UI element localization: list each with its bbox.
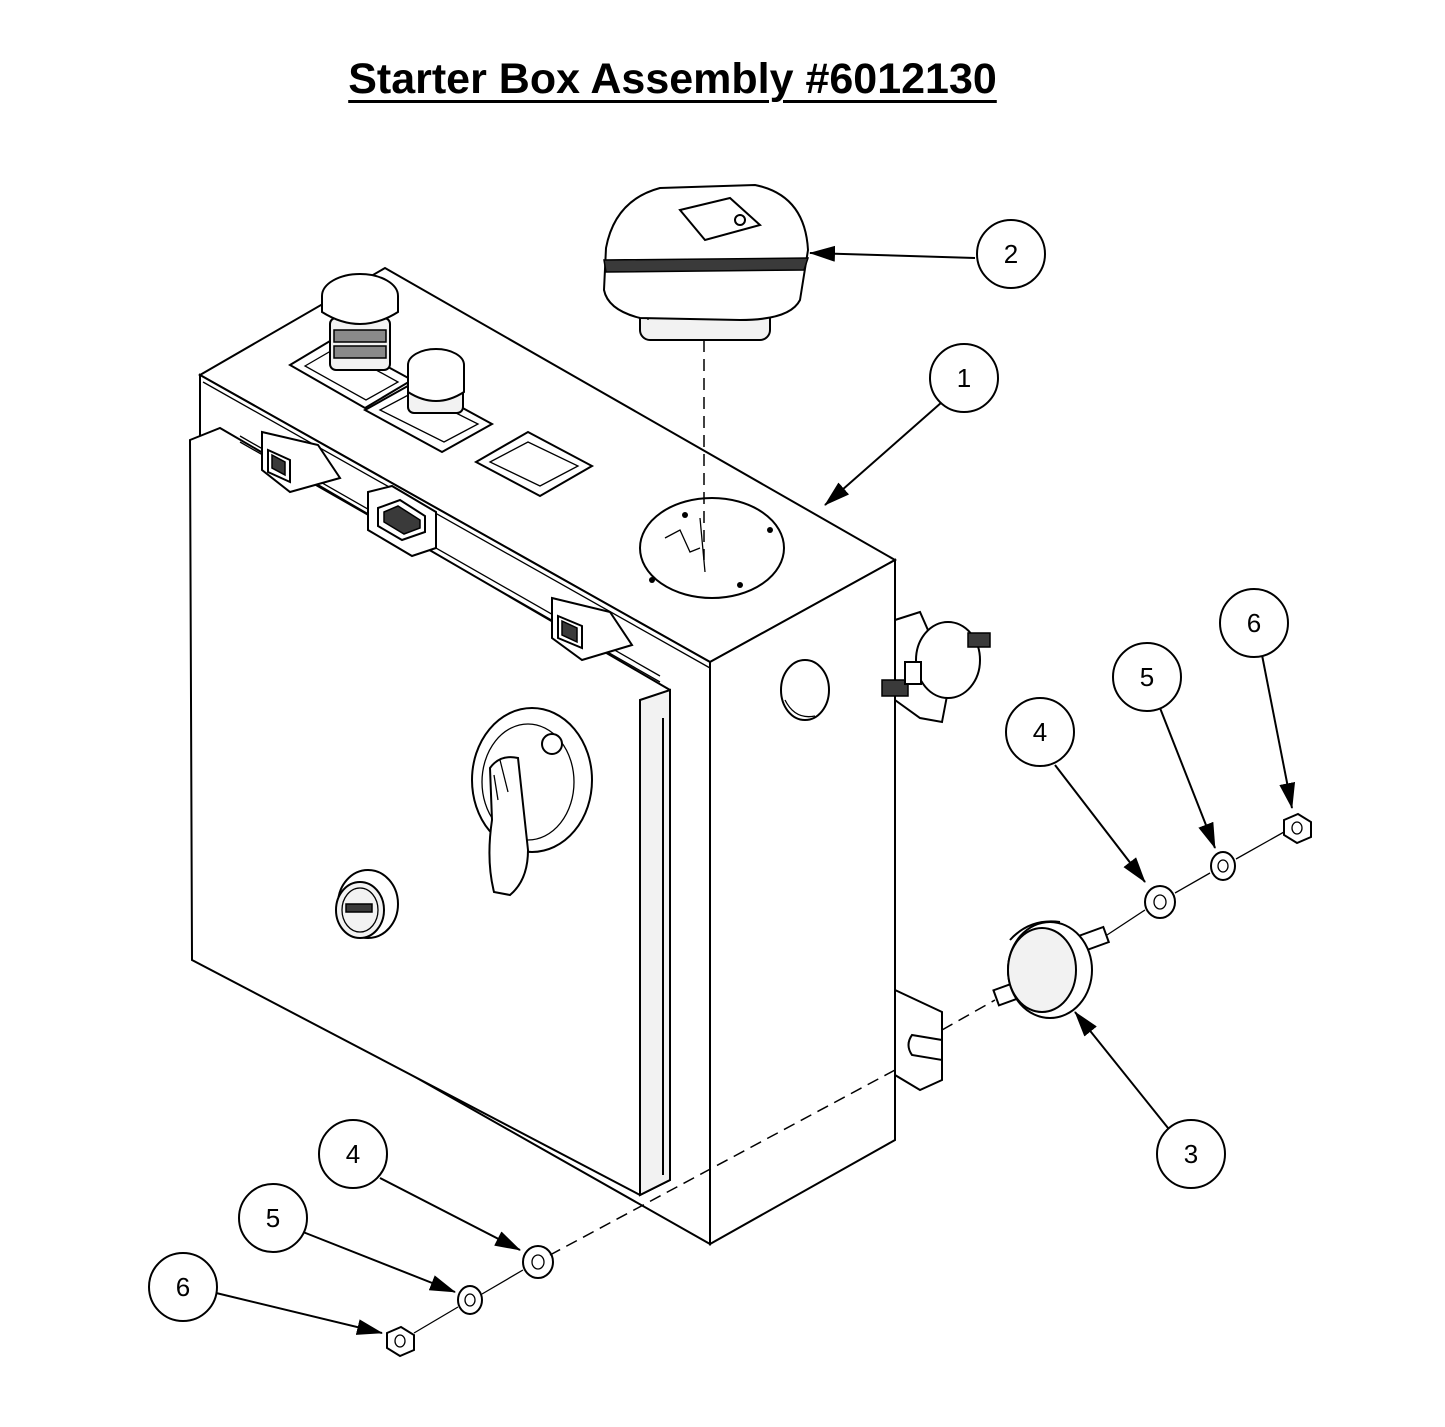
callout-label: 4 bbox=[1033, 717, 1047, 747]
display-window bbox=[473, 430, 595, 498]
lock-washer-right bbox=[1210, 851, 1236, 881]
callout-label: 2 bbox=[1004, 239, 1018, 269]
rubber-isolator-mount bbox=[992, 920, 1111, 1019]
enclosure-door bbox=[188, 426, 671, 1197]
side-knockout-hole bbox=[780, 659, 830, 721]
callout-label: 4 bbox=[346, 1139, 360, 1169]
callout-label: 3 bbox=[1184, 1139, 1198, 1169]
callout-label: 5 bbox=[266, 1203, 280, 1233]
rotary-disconnect-handle bbox=[471, 707, 593, 897]
callout-label: 6 bbox=[1247, 608, 1261, 638]
diagram-title: Starter Box Assembly #6012130 bbox=[348, 55, 997, 103]
mounting-bracket-lower bbox=[894, 988, 943, 1092]
callout-label: 1 bbox=[957, 363, 971, 393]
callout-balloon-1: 1 bbox=[929, 343, 999, 413]
door-latch bbox=[367, 484, 437, 558]
callout-label: 6 bbox=[176, 1272, 190, 1302]
callout-balloon-6-left: 6 bbox=[148, 1252, 218, 1322]
mushroom-emergency-stop bbox=[288, 273, 415, 410]
reset-button bbox=[335, 869, 399, 939]
hardware-left bbox=[386, 1245, 554, 1358]
hex-nut-left bbox=[386, 1325, 415, 1358]
mounting-bracket-upper bbox=[881, 610, 991, 724]
callout-balloon-3: 3 bbox=[1156, 1119, 1226, 1189]
callout-balloon-4-right: 4 bbox=[1005, 697, 1075, 767]
hinge-lower bbox=[551, 596, 634, 662]
meter-cutout bbox=[639, 497, 785, 599]
callout-label: 5 bbox=[1140, 662, 1154, 692]
flat-washer-left bbox=[522, 1245, 554, 1279]
hinge-upper bbox=[261, 430, 342, 494]
lock-washer-left bbox=[457, 1285, 483, 1315]
push-button-top bbox=[362, 348, 495, 454]
meter-cover bbox=[602, 183, 810, 341]
hex-nut-right bbox=[1283, 812, 1312, 845]
callout-balloon-4-left: 4 bbox=[318, 1119, 388, 1189]
flat-washer-right bbox=[1144, 885, 1176, 919]
callout-balloon-5-left: 5 bbox=[238, 1183, 308, 1253]
hardware-right bbox=[1144, 812, 1312, 919]
callout-balloon-6-right: 6 bbox=[1219, 588, 1289, 658]
callout-balloon-5-right: 5 bbox=[1112, 642, 1182, 712]
callout-balloon-2: 2 bbox=[976, 219, 1046, 289]
